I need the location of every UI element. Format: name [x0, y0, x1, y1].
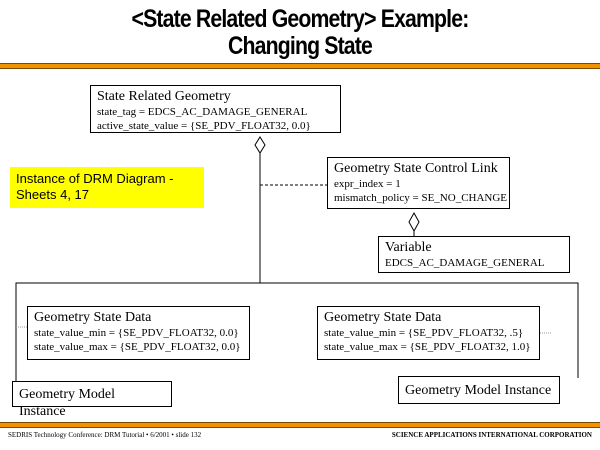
box-title: Geometry State Data — [324, 310, 442, 325]
branch-line — [15, 282, 579, 383]
footer-rule — [0, 422, 600, 428]
box-title: Geometry Model Instance — [405, 383, 552, 398]
box-attr: state_value_min = {SE_PDV_FLOAT32, .5} — [324, 327, 524, 339]
geometry-state-data-right-box: Geometry State Data state_value_min = {S… — [317, 306, 540, 360]
diagram-reference-note: Instance of DRM Diagram - Sheets 4, 17 — [10, 167, 204, 208]
slide-title-line1: <State Related Geometry> Example: — [131, 5, 470, 33]
box-title: State Related Geometry — [97, 89, 231, 104]
box-attr: expr_index = 1 — [334, 178, 401, 190]
title-rule — [0, 63, 600, 69]
aggregation-diamond-icon — [254, 136, 266, 154]
geometry-model-instance-left-box: Geometry Model Instance — [12, 381, 172, 419]
aggregation-diamond-icon — [408, 211, 420, 233]
geometry-model-instance-right-box: Geometry Model Instance — [398, 376, 560, 404]
box-attr: mismatch_policy = SE_NO_CHANGE — [334, 192, 508, 204]
slide-title-line2: Changing State — [228, 32, 373, 60]
box-attr: state_tag = EDCS_AC_DAMAGE_GENERAL — [97, 106, 308, 118]
state-related-geometry-box: State Related Geometry state_tag = EDCS_… — [90, 85, 341, 133]
variable-box: Variable EDCS_AC_DAMAGE_GENERAL — [378, 236, 570, 273]
footer-left: SEDRIS Technology Conference: DRM Tutori… — [8, 431, 202, 439]
box-attr: state_value_max = {SE_PDV_FLOAT32, 0.0} — [34, 341, 241, 353]
geometry-state-data-left-box: Geometry State Data state_value_min = {S… — [27, 306, 250, 360]
box-attr: EDCS_AC_DAMAGE_GENERAL — [385, 257, 545, 269]
box-attr: state_value_min = {SE_PDV_FLOAT32, 0.0} — [34, 327, 239, 339]
box-title: Geometry Model Instance — [19, 387, 116, 419]
box-title: Geometry State Data — [34, 310, 152, 325]
box-attr: state_value_max = {SE_PDV_FLOAT32, 1.0} — [324, 341, 531, 353]
box-attr: active_state_value = {SE_PDV_FLOAT32, 0.… — [97, 120, 311, 132]
footer-right: SCIENCE APPLICATIONS INTERNATIONAL CORPO… — [391, 431, 592, 439]
box-title: Geometry State Control Link — [334, 161, 498, 176]
geometry-state-control-link-box: Geometry State Control Link expr_index =… — [327, 157, 510, 209]
box-title: Variable — [385, 240, 432, 255]
